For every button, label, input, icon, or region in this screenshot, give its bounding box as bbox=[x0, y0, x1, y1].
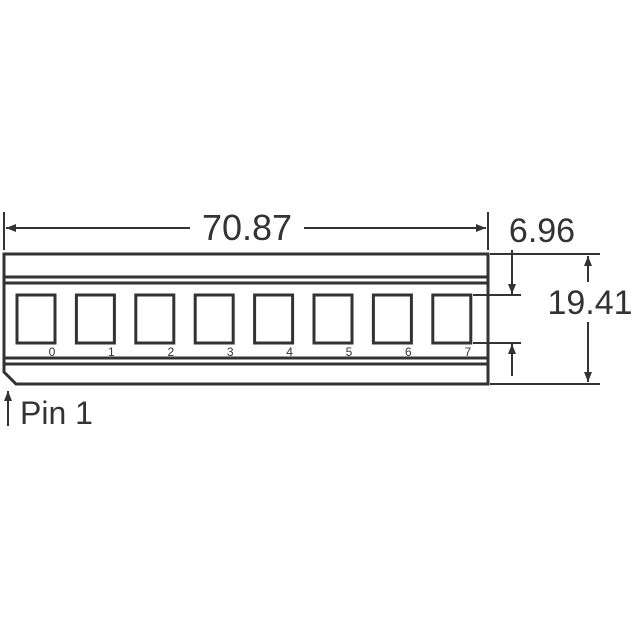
segment-label: 3 bbox=[227, 345, 234, 359]
led-segment bbox=[312, 293, 354, 345]
segment-label: 0 bbox=[49, 345, 56, 359]
segment-label: 5 bbox=[346, 345, 353, 359]
segment-label: 6 bbox=[405, 345, 412, 359]
length-dimension: 70.87 bbox=[202, 207, 292, 248]
pin1-label: Pin 1 bbox=[20, 395, 93, 431]
total-height-dimension: 19.41 bbox=[547, 284, 632, 322]
segment-label: 2 bbox=[167, 345, 174, 359]
segment-label: 4 bbox=[286, 345, 293, 359]
led-segment bbox=[253, 293, 295, 345]
led-segment bbox=[74, 293, 116, 345]
package-outline bbox=[2, 252, 490, 386]
led-segment bbox=[371, 293, 413, 345]
led-segment bbox=[193, 293, 235, 345]
led-segment bbox=[15, 293, 57, 345]
segment-label: 1 bbox=[108, 345, 115, 359]
led-segment bbox=[134, 293, 176, 345]
segment-label: 7 bbox=[464, 345, 471, 359]
segment-height-dimension: 6.96 bbox=[509, 212, 575, 250]
led-segment bbox=[431, 293, 473, 345]
